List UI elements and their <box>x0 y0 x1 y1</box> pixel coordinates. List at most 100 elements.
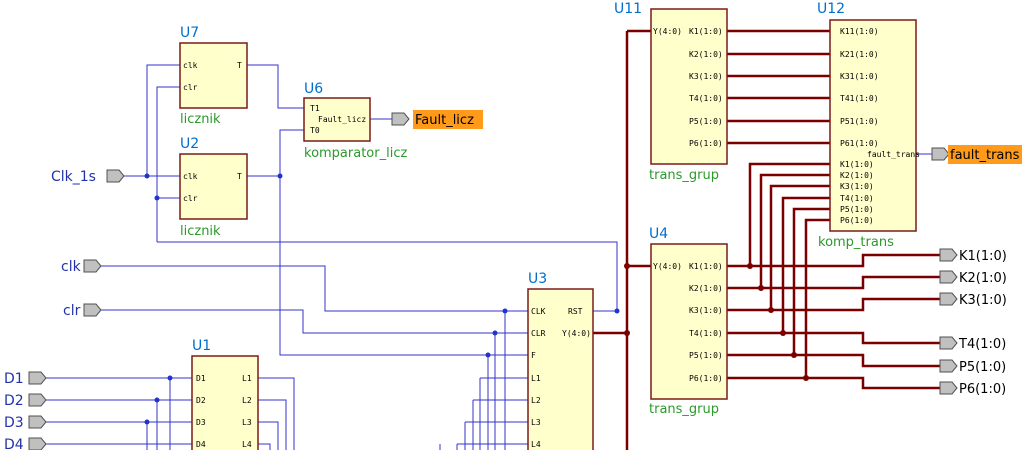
pin-u11-y: Y(4:0) <box>653 27 682 36</box>
pin-u4-y: Y(4:0) <box>653 262 682 271</box>
pin-u7-t: T <box>237 61 242 70</box>
input-label-d3: D3 <box>4 415 24 431</box>
pin-u12-k11: K11(1:0) <box>840 27 879 36</box>
pin-u11-t4: T4(1:0) <box>689 94 723 103</box>
pin-u12-k3: K3(1:0) <box>840 182 874 191</box>
output-label-k2: K2(1:0) <box>959 271 1007 286</box>
type-u6: komparator_licz <box>304 146 407 161</box>
type-u11: trans_grup <box>649 168 719 183</box>
pin-u2-t: T <box>237 172 242 181</box>
output-port-fault-trans[interactable] <box>931 147 950 161</box>
type-u7: licznik <box>180 112 221 127</box>
pin-u12-p5: P5(1:0) <box>840 205 874 214</box>
ref-u12: U12 <box>817 1 845 17</box>
output-label-k1: K1(1:0) <box>959 249 1007 264</box>
block-u3[interactable]: U3 CLK CLR F L1 L2 L3 L4 RST Y(4:0) <box>527 271 594 450</box>
output-label-k3: K3(1:0) <box>959 293 1007 308</box>
pin-u1-l4: L4 <box>242 440 252 449</box>
pin-u3-clk: CLK <box>531 307 546 316</box>
ref-u1: U1 <box>192 338 211 354</box>
output-port-fault-licz[interactable] <box>391 112 410 126</box>
ref-u2: U2 <box>180 136 199 152</box>
output-label-fault-licz: Fault_licz <box>415 113 474 128</box>
input-label-d4: D4 <box>4 437 24 450</box>
ref-u7: U7 <box>180 25 199 41</box>
input-ports: Clk_1s clk clr D1 D2 D3 D4 <box>4 169 125 450</box>
pin-u6-fault: Fault_licz <box>318 115 366 124</box>
ref-u6: U6 <box>304 81 323 97</box>
pin-u7-clr: clr <box>183 83 198 92</box>
pin-u4-p5: P5(1:0) <box>689 351 723 360</box>
pin-u2-clk: clk <box>183 172 198 181</box>
ref-u4: U4 <box>649 226 668 242</box>
pin-u12-t4: T4(1:0) <box>840 194 874 203</box>
pin-u4-t4: T4(1:0) <box>689 329 723 338</box>
pin-u1-l3: L3 <box>242 418 252 427</box>
pin-u1-d4: D4 <box>196 440 206 449</box>
bus-wires <box>593 29 940 450</box>
thin-wires <box>46 64 932 450</box>
pin-u12-k21: K21(1:0) <box>840 50 879 59</box>
block-u12[interactable]: U12 K11(1:0) K21(1:0) K31(1:0) T41(1:0) … <box>817 1 920 250</box>
pin-u4-k1: K1(1:0) <box>689 262 723 271</box>
pin-u12-p6: P6(1:0) <box>840 216 874 225</box>
type-u4: trans_grup <box>649 402 719 417</box>
input-port-clk-1s[interactable] <box>106 169 125 183</box>
output-label-p5: P5(1:0) <box>959 360 1006 375</box>
input-label-d1: D1 <box>4 371 24 387</box>
pin-u12-k1: K1(1:0) <box>840 160 874 169</box>
pin-u3-l3: L3 <box>531 418 541 427</box>
pin-u11-p6: P6(1:0) <box>689 139 723 148</box>
pin-u3-y: Y(4:0) <box>562 329 591 338</box>
input-label-d2: D2 <box>4 393 24 409</box>
block-u7[interactable]: U7 clk clr T licznik <box>179 25 248 127</box>
input-port-d2[interactable] <box>28 393 47 407</box>
pin-u4-p6: P6(1:0) <box>689 374 723 383</box>
pin-u12-fault: fault_trans <box>867 150 920 159</box>
output-port-p6[interactable] <box>939 381 958 395</box>
output-label-t4: T4(1:0) <box>958 337 1006 352</box>
pin-u3-f: F <box>531 351 536 360</box>
type-u12: komp_trans <box>818 235 894 250</box>
output-port-t4[interactable] <box>939 336 958 350</box>
output-port-k2[interactable] <box>939 270 958 284</box>
type-u2: licznik <box>180 224 221 239</box>
pin-u1-l1: L1 <box>242 374 252 383</box>
output-label-fault-trans: fault_trans <box>950 148 1020 163</box>
input-port-clk[interactable] <box>83 259 102 273</box>
pin-u1-d1: D1 <box>196 374 206 383</box>
pin-u11-k2: K2(1:0) <box>689 50 723 59</box>
output-port-k1[interactable] <box>939 248 958 262</box>
input-label-clk: clk <box>61 259 82 275</box>
pin-u12-k31: K31(1:0) <box>840 72 879 81</box>
pin-u1-d2: D2 <box>196 396 206 405</box>
input-label-clr: clr <box>63 303 81 319</box>
input-label-clk-1s: Clk_1s <box>51 169 96 185</box>
pin-u12-p51: P51(1:0) <box>840 117 879 126</box>
input-port-d1[interactable] <box>28 371 47 385</box>
output-port-k3[interactable] <box>939 292 958 306</box>
ref-u3: U3 <box>528 271 547 287</box>
block-u11[interactable]: U11 Y(4:0) K1(1:0) K2(1:0) K3(1:0) T4(1:… <box>614 1 728 183</box>
pin-u12-k2: K2(1:0) <box>840 171 874 180</box>
output-ports: Fault_licz fault_trans K1(1:0) K2(1:0) K… <box>391 110 1022 397</box>
pin-u3-clr: CLR <box>531 329 546 338</box>
output-label-p6: P6(1:0) <box>959 382 1006 397</box>
ref-u11: U11 <box>614 1 642 17</box>
pin-u3-l1: L1 <box>531 374 541 383</box>
pin-u7-clk: clk <box>183 61 198 70</box>
input-port-d3[interactable] <box>28 415 47 429</box>
pin-u6-t0: T0 <box>310 126 320 135</box>
input-port-d4[interactable] <box>28 437 47 450</box>
block-u2[interactable]: U2 clk clr T licznik <box>179 136 248 239</box>
pin-u6-t1: T1 <box>310 104 320 113</box>
block-u1[interactable]: U1 D1 D2 D3 D4 L1 L2 L3 L4 <box>191 338 259 450</box>
pin-u4-k3: K3(1:0) <box>689 306 723 315</box>
block-u4[interactable]: U4 Y(4:0) K1(1:0) K2(1:0) K3(1:0) T4(1:0… <box>649 226 728 417</box>
pin-u12-t41: T41(1:0) <box>840 94 879 103</box>
output-port-p5[interactable] <box>939 359 958 373</box>
block-u6[interactable]: U6 T1 Fault_licz T0 komparator_licz <box>303 81 407 161</box>
input-port-clr[interactable] <box>83 303 102 317</box>
pin-u2-clr: clr <box>183 194 198 203</box>
